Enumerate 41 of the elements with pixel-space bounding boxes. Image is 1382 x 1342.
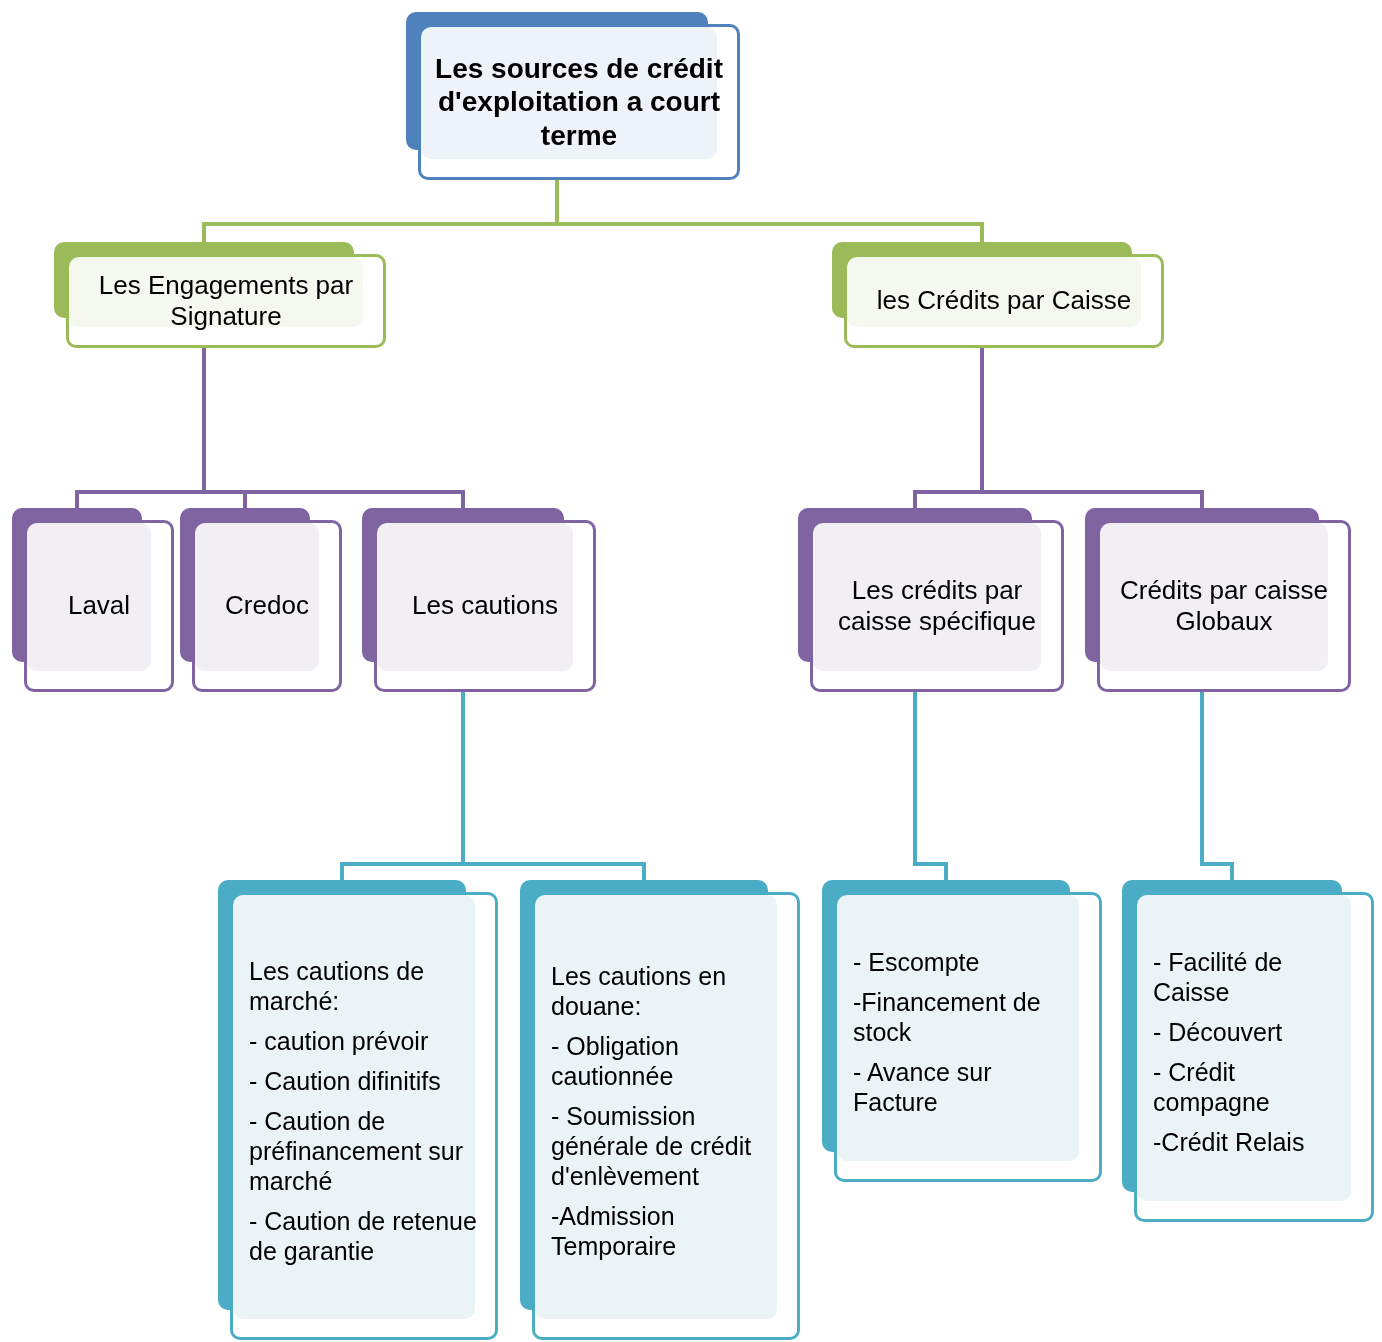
org-chart-box xyxy=(798,508,1064,692)
box-title: Laval xyxy=(66,590,132,622)
list-item-text: Les cautions en douane: xyxy=(551,961,728,1021)
list-item-text: - caution prévoir xyxy=(249,1026,430,1056)
box-title: Les cautions xyxy=(411,590,559,622)
connector-line xyxy=(461,692,646,880)
list-item-text: - Avance sur Facture xyxy=(853,1057,993,1117)
connector-line xyxy=(555,180,984,242)
box-title: Credoc xyxy=(224,590,310,622)
connector-line xyxy=(913,692,948,880)
org-chart-box xyxy=(362,508,596,692)
list-item-text: - Caution de préfinancement sur marché xyxy=(249,1106,464,1196)
list-item-text: - Caution difinitifs xyxy=(249,1066,442,1096)
list-item-text: - Soumission générale de crédit d'enlèvement xyxy=(551,1101,753,1191)
list-item-text: - Découvert xyxy=(1153,1017,1284,1047)
org-chart-box xyxy=(12,508,174,692)
org-chart-box xyxy=(520,880,800,1340)
list-item-text: -Crédit Relais xyxy=(1153,1127,1306,1157)
org-chart-box xyxy=(822,880,1102,1182)
org-chart-box xyxy=(1122,880,1374,1222)
org-chart-box xyxy=(218,880,498,1340)
list-item-text: - Escompte xyxy=(853,947,981,977)
org-chart-box xyxy=(406,12,740,180)
list-item-text: - Crédit compagne xyxy=(1153,1057,1271,1117)
org-chart-box xyxy=(180,508,342,692)
org-chart-box xyxy=(832,242,1164,348)
list-item-text: - Facilité de Caisse xyxy=(1153,947,1284,1007)
list-item-text: -Admission Temporaire xyxy=(551,1201,678,1261)
org-chart-box xyxy=(1085,508,1351,692)
box-title: les Crédits par Caisse xyxy=(875,285,1133,317)
connector-line xyxy=(980,348,1204,508)
box-title: Les sources de crédit d'exploitation a court terme xyxy=(435,51,723,153)
connector-line xyxy=(1200,692,1234,880)
list-item-text: - Caution de retenue de garantie xyxy=(249,1206,478,1266)
org-chart-box xyxy=(54,242,386,348)
box-title: Crédits par caisse Globaux xyxy=(1118,574,1330,638)
box-title: Les Engagements par Signature xyxy=(97,269,355,333)
list-item-text: Les cautions de marché: xyxy=(249,956,426,1016)
box-title: Les crédits par caisse spécifique xyxy=(837,574,1037,638)
list-item-text: - Obligation cautionnée xyxy=(551,1031,680,1091)
list-item-text: -Financement de stock xyxy=(853,987,1042,1047)
